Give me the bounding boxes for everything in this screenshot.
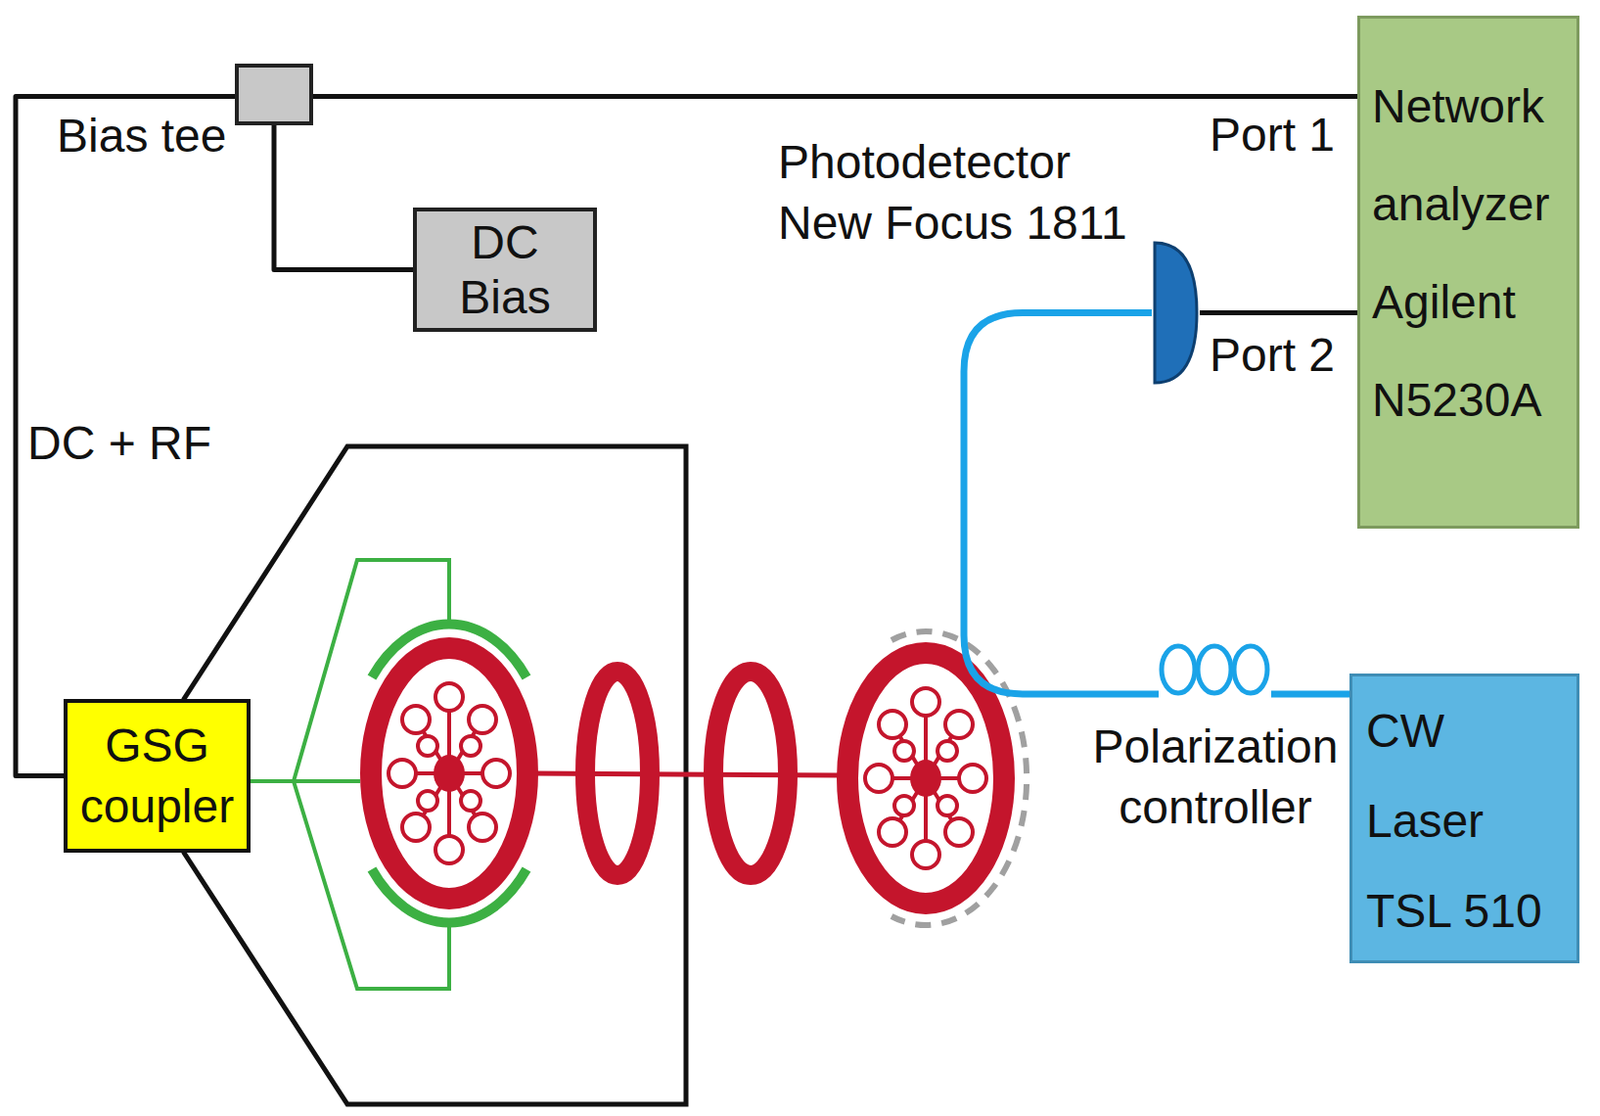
- resonators: [370, 631, 1027, 925]
- node-label: Photodetector New Focus 1811: [777, 132, 1143, 254]
- photodetector-symbol: [1151, 239, 1200, 386]
- drawing-part: [1154, 242, 1197, 383]
- drawing-part: [713, 671, 788, 875]
- node-label: Bias tee: [56, 108, 237, 164]
- optical-fiber: [963, 313, 1159, 695]
- drawing-part: [293, 778, 361, 783]
- drawing-part: [891, 631, 1027, 925]
- drawing-part: [1161, 645, 1268, 693]
- network-analyzer-box: Network analyzer Agilent N5230A: [1357, 15, 1580, 529]
- port-label: Port 1: [1209, 107, 1335, 163]
- node-label: Polarization controller: [1076, 716, 1355, 838]
- node-label: CW Laser TSL 510: [1366, 685, 1563, 957]
- rf-cable: [274, 125, 413, 271]
- photodetector: Photodetector New Focus 1811: [1151, 239, 1200, 386]
- bias-tee-box: Bias tee: [234, 63, 314, 126]
- optical-fiber: [1271, 690, 1350, 698]
- node-label: GSG coupler: [73, 715, 241, 837]
- drawing-part: [1161, 645, 1195, 693]
- gsg-coupler-box: GSG coupler: [63, 698, 251, 853]
- laser-box: CW Laser TSL 510: [1349, 673, 1580, 963]
- signal-label: DC + RF: [25, 415, 214, 471]
- drawing-part: [1197, 645, 1232, 693]
- fiber-loops: [1158, 638, 1272, 697]
- node-label: Network analyzer Agilent N5230A: [1371, 57, 1565, 450]
- polarization-controller: Polarization controller: [1158, 638, 1272, 697]
- dc-bias-box: DC Bias: [412, 207, 597, 332]
- drawing-part: [847, 652, 1005, 904]
- drawing-part: [585, 671, 650, 875]
- port-label: Port 2: [1209, 327, 1335, 383]
- drawing-part: [1234, 645, 1268, 693]
- rf-cable: [15, 96, 235, 777]
- electrodes: [250, 559, 527, 989]
- drawing-part: [370, 647, 528, 899]
- node-label: DC Bias: [422, 215, 588, 325]
- rf-cable: [1199, 310, 1358, 316]
- rf-cable: [313, 93, 1358, 99]
